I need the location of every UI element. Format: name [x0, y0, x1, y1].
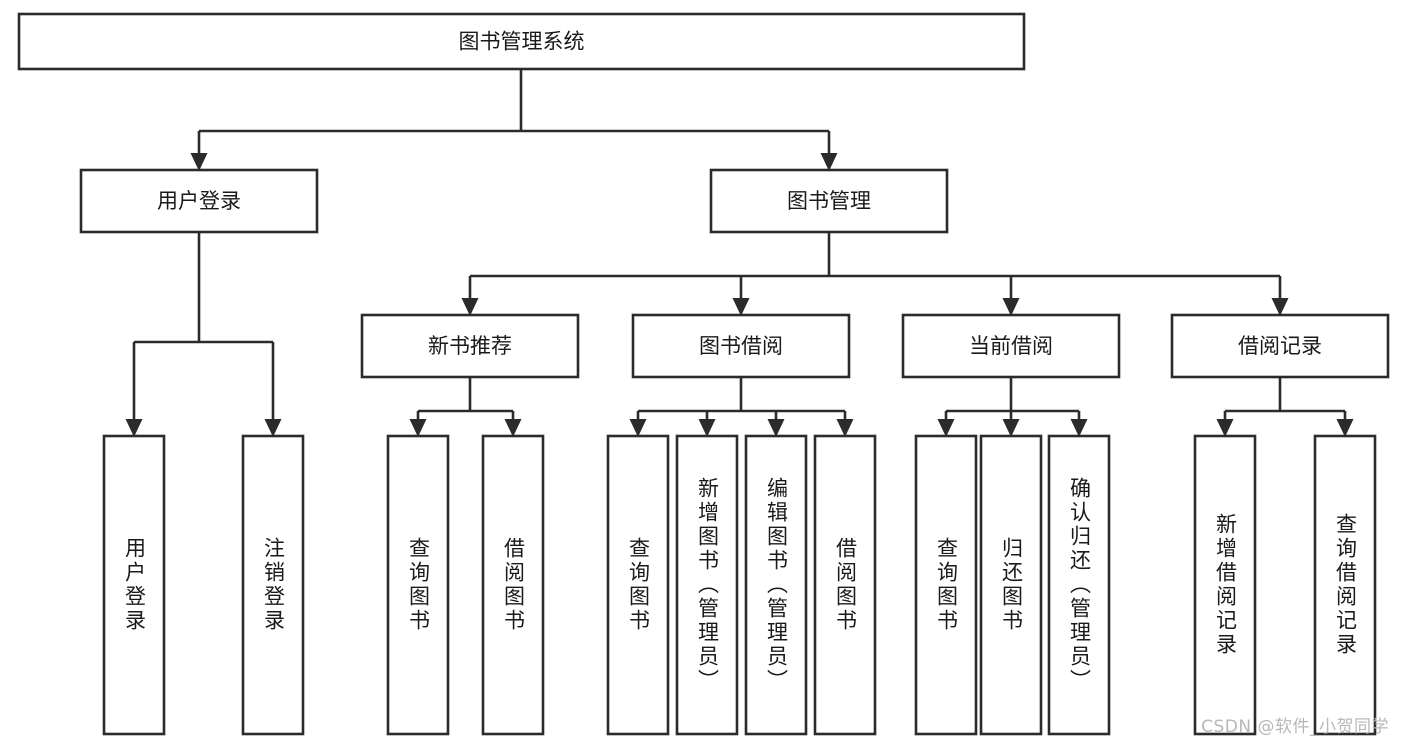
leaf-node-7-box[interactable] — [813, 434, 877, 736]
level3-group-0-0-arrowhead — [409, 419, 427, 437]
level3-node-2-box[interactable] — [901, 313, 1121, 379]
user-login-to-leaves-0-arrowhead — [125, 419, 143, 437]
book-mgmt-to-level3-1-arrowhead — [732, 298, 750, 316]
root-node-label: 图书管理系统 — [459, 30, 585, 54]
leaf-node-3-box[interactable] — [481, 434, 545, 736]
book-mgmt-to-level3-0-arrowhead — [461, 298, 479, 316]
book-mgmt-to-level3-2-arrowhead — [1002, 298, 1020, 316]
level3-group-2-2-arrowhead — [1070, 419, 1088, 437]
level3-node-1-label: 图书借阅 — [699, 334, 783, 358]
level2-node-0-label: 用户登录 — [157, 189, 241, 213]
root-to-level2-1-arrowhead — [820, 153, 838, 171]
level3-node-0-label: 新书推荐 — [428, 334, 512, 358]
level3-node-0-box[interactable] — [360, 313, 580, 379]
leaf-node-6-box[interactable] — [744, 434, 808, 736]
leaf-node-4-box[interactable] — [606, 434, 670, 736]
level3-node-3-label: 借阅记录 — [1238, 334, 1322, 358]
level3-group-3-1-arrowhead — [1336, 419, 1354, 437]
level3-group-1-3-arrowhead — [836, 419, 854, 437]
leaf-node-8-box[interactable] — [914, 434, 978, 736]
level3-group-1-1-arrowhead — [698, 419, 716, 437]
level3-node-2-label: 当前借阅 — [969, 334, 1053, 358]
level2-node-0-box[interactable] — [79, 168, 319, 234]
user-login-to-leaves-1-arrowhead — [264, 419, 282, 437]
level3-group-1-2-arrowhead — [767, 419, 785, 437]
leaf-node-10-box[interactable] — [1047, 434, 1111, 736]
watermark: CSDN @软件_小贺同学 — [1201, 717, 1389, 737]
level3-group-3-0-arrowhead — [1216, 419, 1234, 437]
book-mgmt-to-level3-3-arrowhead — [1271, 298, 1289, 316]
level2-node-1-box[interactable] — [709, 168, 949, 234]
root-to-level2-0-arrowhead — [190, 153, 208, 171]
level3-group-1-0-arrowhead — [629, 419, 647, 437]
level3-group-2-0-arrowhead — [937, 419, 955, 437]
level3-group-2-1-arrowhead — [1002, 419, 1020, 437]
boxes-layer — [17, 12, 1390, 736]
leaf-node-11-box[interactable] — [1193, 434, 1257, 736]
leaf-node-12-box[interactable] — [1313, 434, 1377, 736]
leaf-node-1-box[interactable] — [241, 434, 305, 736]
level2-node-1-label: 图书管理 — [787, 189, 871, 213]
leaf-node-5-box[interactable] — [675, 434, 739, 736]
leaf-node-2-box[interactable] — [386, 434, 450, 736]
leaf-node-9-box[interactable] — [979, 434, 1043, 736]
leaf-node-0-box[interactable] — [102, 434, 166, 736]
level3-group-0-1-arrowhead — [504, 419, 522, 437]
level3-node-3-box[interactable] — [1170, 313, 1390, 379]
connectors-layer — [125, 69, 1354, 437]
root-node-box[interactable] — [17, 12, 1026, 71]
level3-node-1-box[interactable] — [631, 313, 851, 379]
